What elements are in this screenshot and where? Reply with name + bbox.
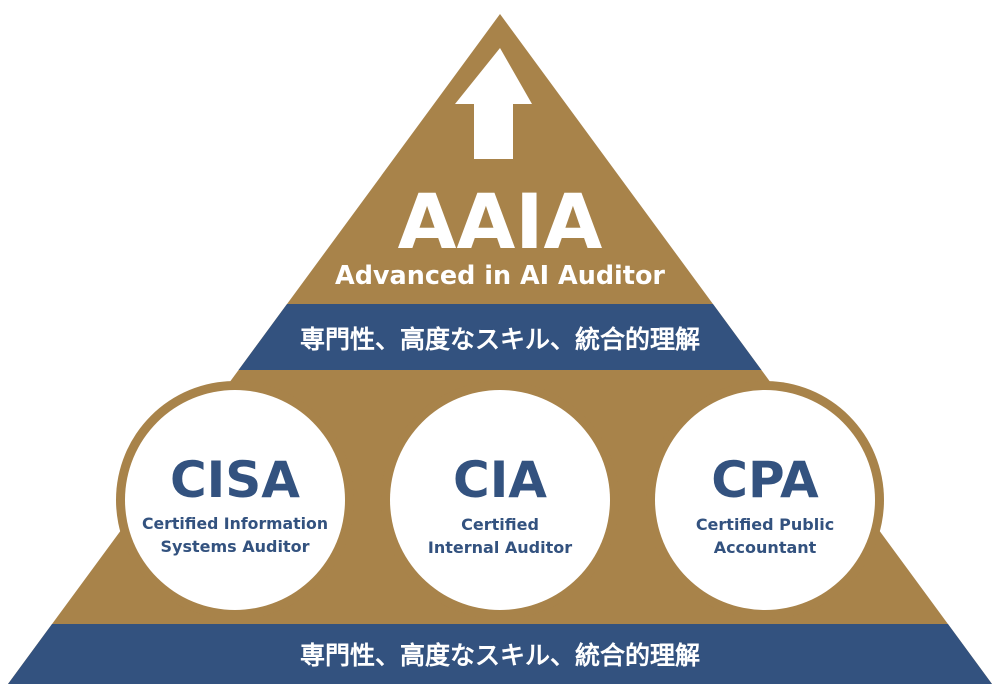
cert-cisa: CISA Certified Information Systems Audit… [116, 381, 354, 619]
cert-name-line2: Internal Auditor [428, 538, 572, 557]
cert-name-line1: Certified Public [696, 515, 834, 534]
cert-name-line2: Systems Auditor [161, 537, 310, 556]
cert-cpa: CPA Certified Public Accountant [646, 381, 884, 619]
cert-name-line1: Certified [461, 515, 539, 534]
bottom-band-text: 専門性、高度なスキル、統合的理解 [300, 641, 700, 670]
cert-name-line1: Certified Information [142, 514, 328, 533]
aaia-full-name: Advanced in AI Auditor [335, 261, 665, 291]
bottom-band [8, 624, 992, 684]
top-band-text: 専門性、高度なスキル、統合的理解 [300, 325, 700, 354]
cert-acronym: CISA [170, 451, 300, 509]
aaia-title: AAIA [398, 177, 603, 266]
cert-acronym: CPA [711, 451, 819, 509]
cert-cia: CIA Certified Internal Auditor [381, 381, 619, 619]
cert-name-line2: Accountant [714, 538, 817, 557]
cert-acronym: CIA [453, 451, 547, 509]
arrow-up-icon [455, 48, 532, 159]
